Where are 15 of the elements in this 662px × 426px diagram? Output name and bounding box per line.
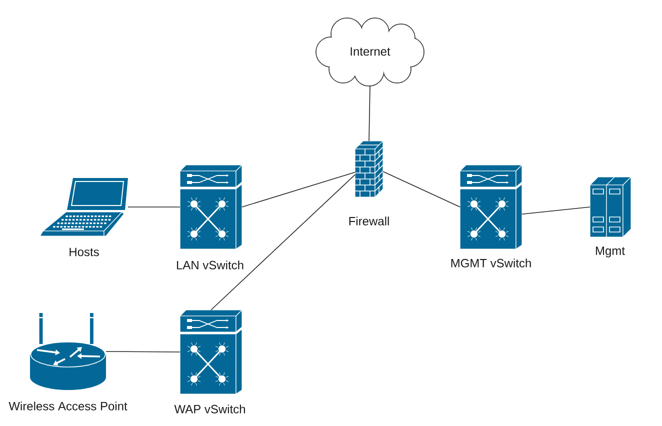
- device-label: Firewall: [349, 216, 389, 226]
- device-label: MGMT vSwitch: [451, 258, 531, 268]
- connector-line: [106, 351, 180, 352]
- connector-line: [128, 206, 180, 208]
- device-label: Wireless Access Point: [8, 402, 128, 410]
- connector-line: [210, 174, 356, 310]
- connector-line: [522, 206, 590, 215]
- connector-line: [368, 86, 370, 142]
- device-label: WAP vSwitch: [174, 404, 245, 414]
- device-label: LAN vSwitch: [176, 260, 244, 270]
- node-label: Internet: [350, 47, 390, 56]
- device-label: Hosts: [70, 248, 99, 256]
- device-label: Mgmt: [596, 246, 625, 258]
- connector-line: [242, 172, 356, 208]
- connector-line: [382, 171, 460, 208]
